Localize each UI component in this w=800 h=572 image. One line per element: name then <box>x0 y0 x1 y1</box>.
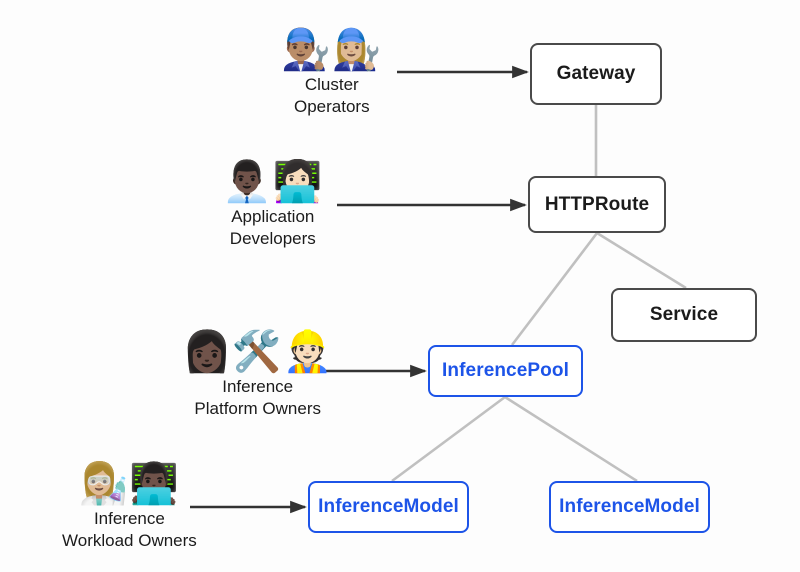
man-mechanic-icon+woman-mechanic-icon: 👨🏽‍🔧👩🏼‍🔧 <box>281 28 383 72</box>
persona-arrows <box>190 65 529 514</box>
persona-label: Inference Workload Owners <box>62 509 197 550</box>
persona-inference-workload-owners: 👩🏼‍🔬👨🏿‍💻Inference Workload Owners <box>62 462 197 552</box>
persona-inference-platform-owners: 👩🏿‍🛠️👷🏻Inference Platform Owners <box>182 330 333 420</box>
node-inferencemodel-left[interactable]: InferenceModel <box>308 481 469 533</box>
node-label: HTTPRoute <box>544 193 650 215</box>
woman-scientist-icon+man-technologist-icon: 👩🏼‍🔬👨🏿‍💻 <box>78 462 181 506</box>
node-label: Service <box>649 304 719 325</box>
woman-construction-worker-icon+man-construction-worker-icon: 👩🏿‍🛠️👷🏻 <box>182 330 334 374</box>
edge-inferencepool-to-inferencemodel-right <box>504 395 638 483</box>
edge-httproute-to-inferencepool <box>510 232 599 346</box>
node-label: Gateway <box>556 63 636 84</box>
node-httproute[interactable]: HTTPRoute <box>528 176 666 233</box>
edge-httproute-to-service <box>596 231 687 290</box>
node-inferencepool[interactable]: InferencePool <box>428 345 583 397</box>
node-label: InferenceModel <box>318 496 459 517</box>
persona-cluster-operators: 👨🏽‍🔧👩🏼‍🔧Cluster Operators <box>281 28 383 118</box>
node-inferencemodel-right[interactable]: InferenceModel <box>549 481 710 533</box>
edge-inferencepool-to-inferencemodel-left <box>391 395 506 483</box>
persona-label: Application Developers <box>229 207 316 248</box>
node-gateway[interactable]: Gateway <box>530 43 662 105</box>
node-service[interactable]: Service <box>611 288 757 342</box>
persona-label: Cluster Operators <box>294 75 370 116</box>
persona-application-developers: 👨🏿‍💼👩🏻‍💻Application Developers <box>222 160 324 250</box>
node-label: InferenceModel <box>559 496 700 517</box>
node-label: InferencePool <box>442 360 569 381</box>
persona-label: Inference Platform Owners <box>194 377 321 418</box>
man-office-worker-icon+woman-technologist-icon: 👨🏿‍💼👩🏻‍💻 <box>222 160 324 204</box>
